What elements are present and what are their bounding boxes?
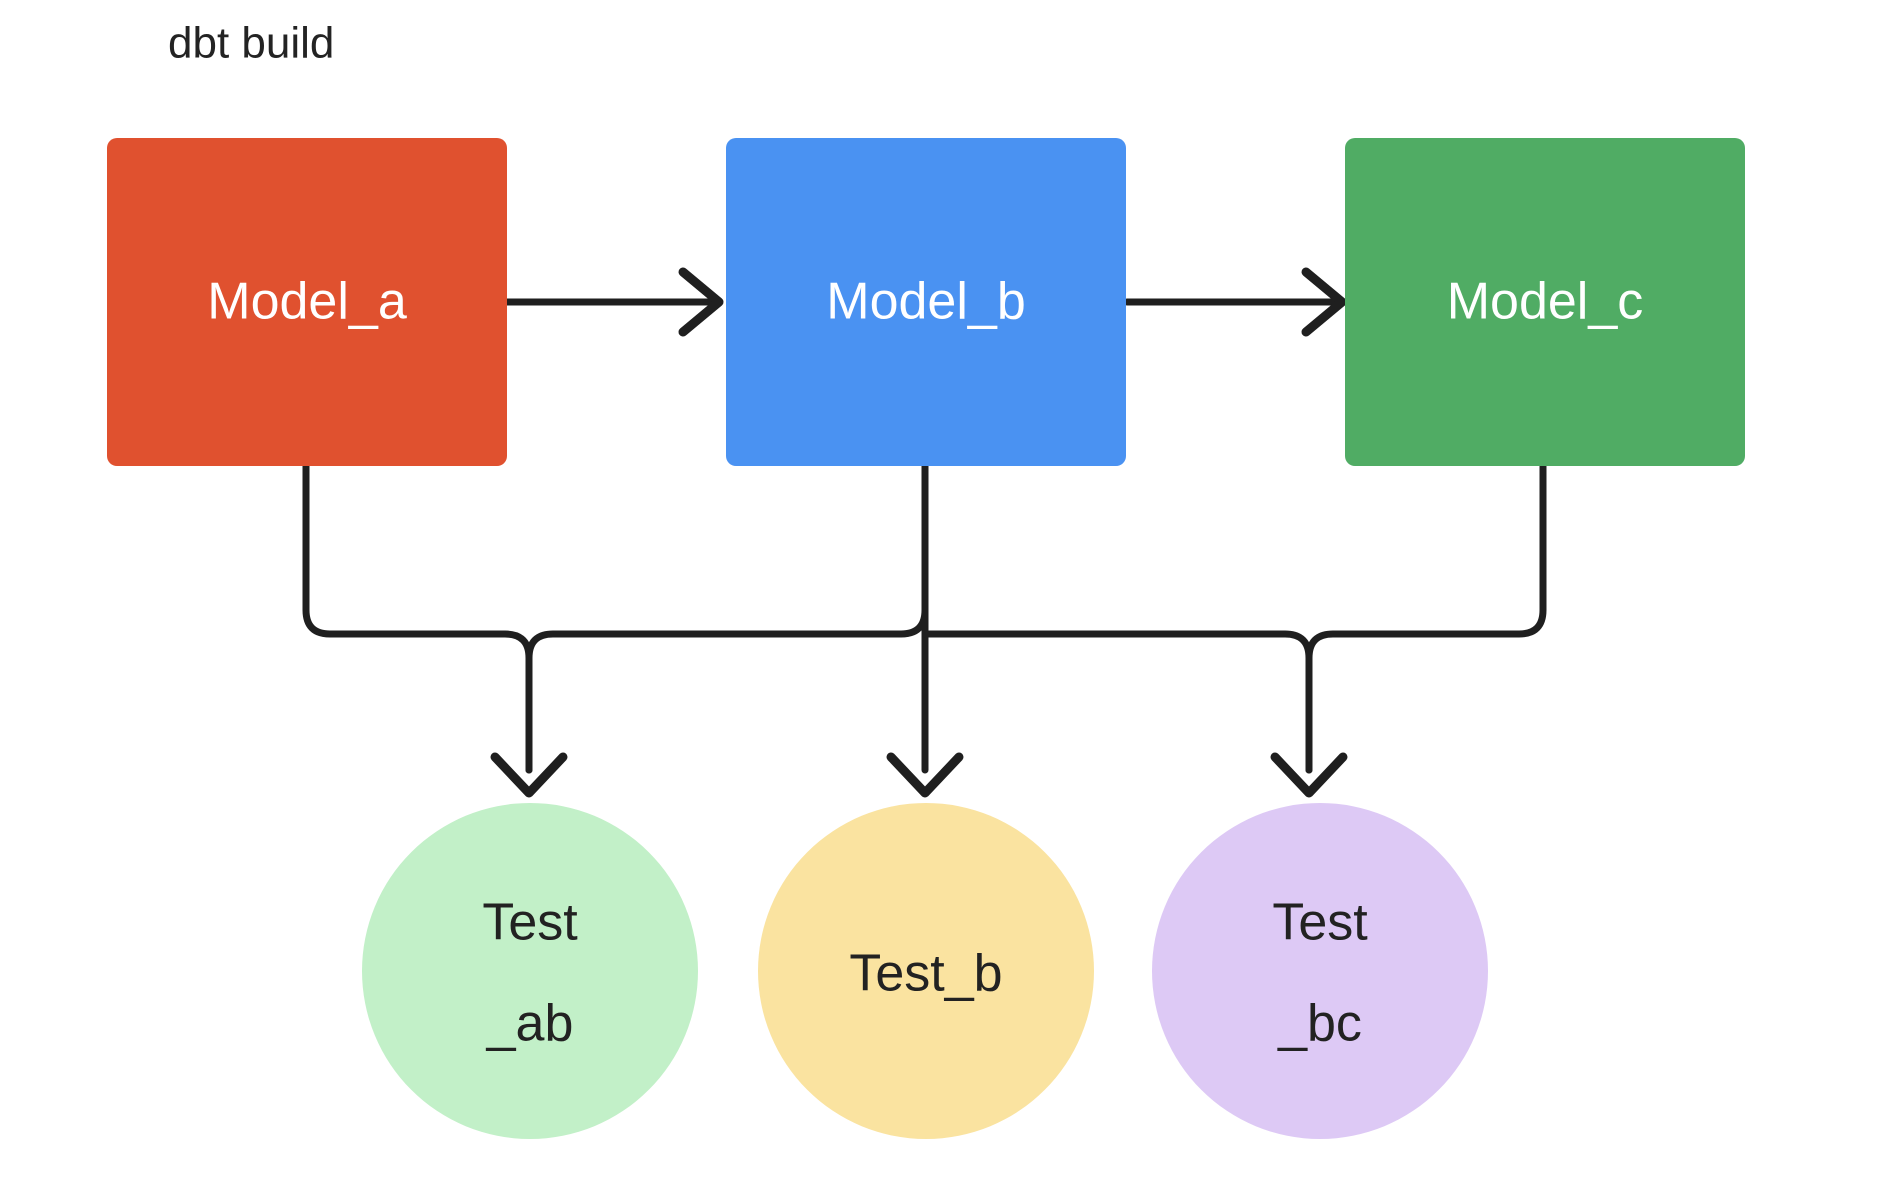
node-model-a[interactable]: Model_a [107,138,507,466]
test-ab-circle[interactable] [362,803,698,1139]
model-b-box[interactable] [726,138,1126,466]
test-bc-circle[interactable] [1152,803,1488,1139]
test-nodes: Test _ab Test_b Test _bc [362,803,1488,1139]
arrowhead-model-c [1301,267,1347,337]
arrowhead-test-b [886,752,964,798]
edge-model-b-to-test-ab [525,462,929,774]
test-ab-label-line1: Test [482,894,578,952]
test-b-label-line1: Test_b [849,945,1002,1003]
edge-model-b-to-test-bc [921,630,1313,774]
node-model-c[interactable]: Model_c [1345,138,1745,466]
edge-model-c-to-test-bc [1305,462,1547,774]
edge-group-model-to-test [302,462,1547,798]
node-test-ab[interactable]: Test _ab [362,803,698,1139]
node-test-bc[interactable]: Test _bc [1152,803,1488,1139]
node-model-b[interactable]: Model_b [726,138,1126,466]
node-test-b[interactable]: Test_b [758,803,1094,1139]
model-c-box[interactable] [1345,138,1745,466]
arrowhead-test-ab [490,752,568,798]
arrowhead-model-b [678,267,724,337]
test-bc-label-line1: Test [1272,894,1368,952]
test-bc-label-line2: _bc [1277,995,1362,1053]
page-title: dbt build [168,19,334,68]
edge-group-model-to-model [502,267,1347,337]
test-b-circle[interactable] [758,803,1094,1139]
arrowhead-test-bc [1270,752,1348,798]
model-c-label: Model_c [1447,273,1644,331]
test-ab-label-line2: _ab [486,995,574,1053]
model-nodes: Model_a Model_b Model_c [107,138,1745,466]
edge-model-a-to-test-ab [302,462,533,774]
model-a-box[interactable] [107,138,507,466]
model-b-label: Model_b [826,273,1025,331]
model-a-label: Model_a [207,273,407,331]
